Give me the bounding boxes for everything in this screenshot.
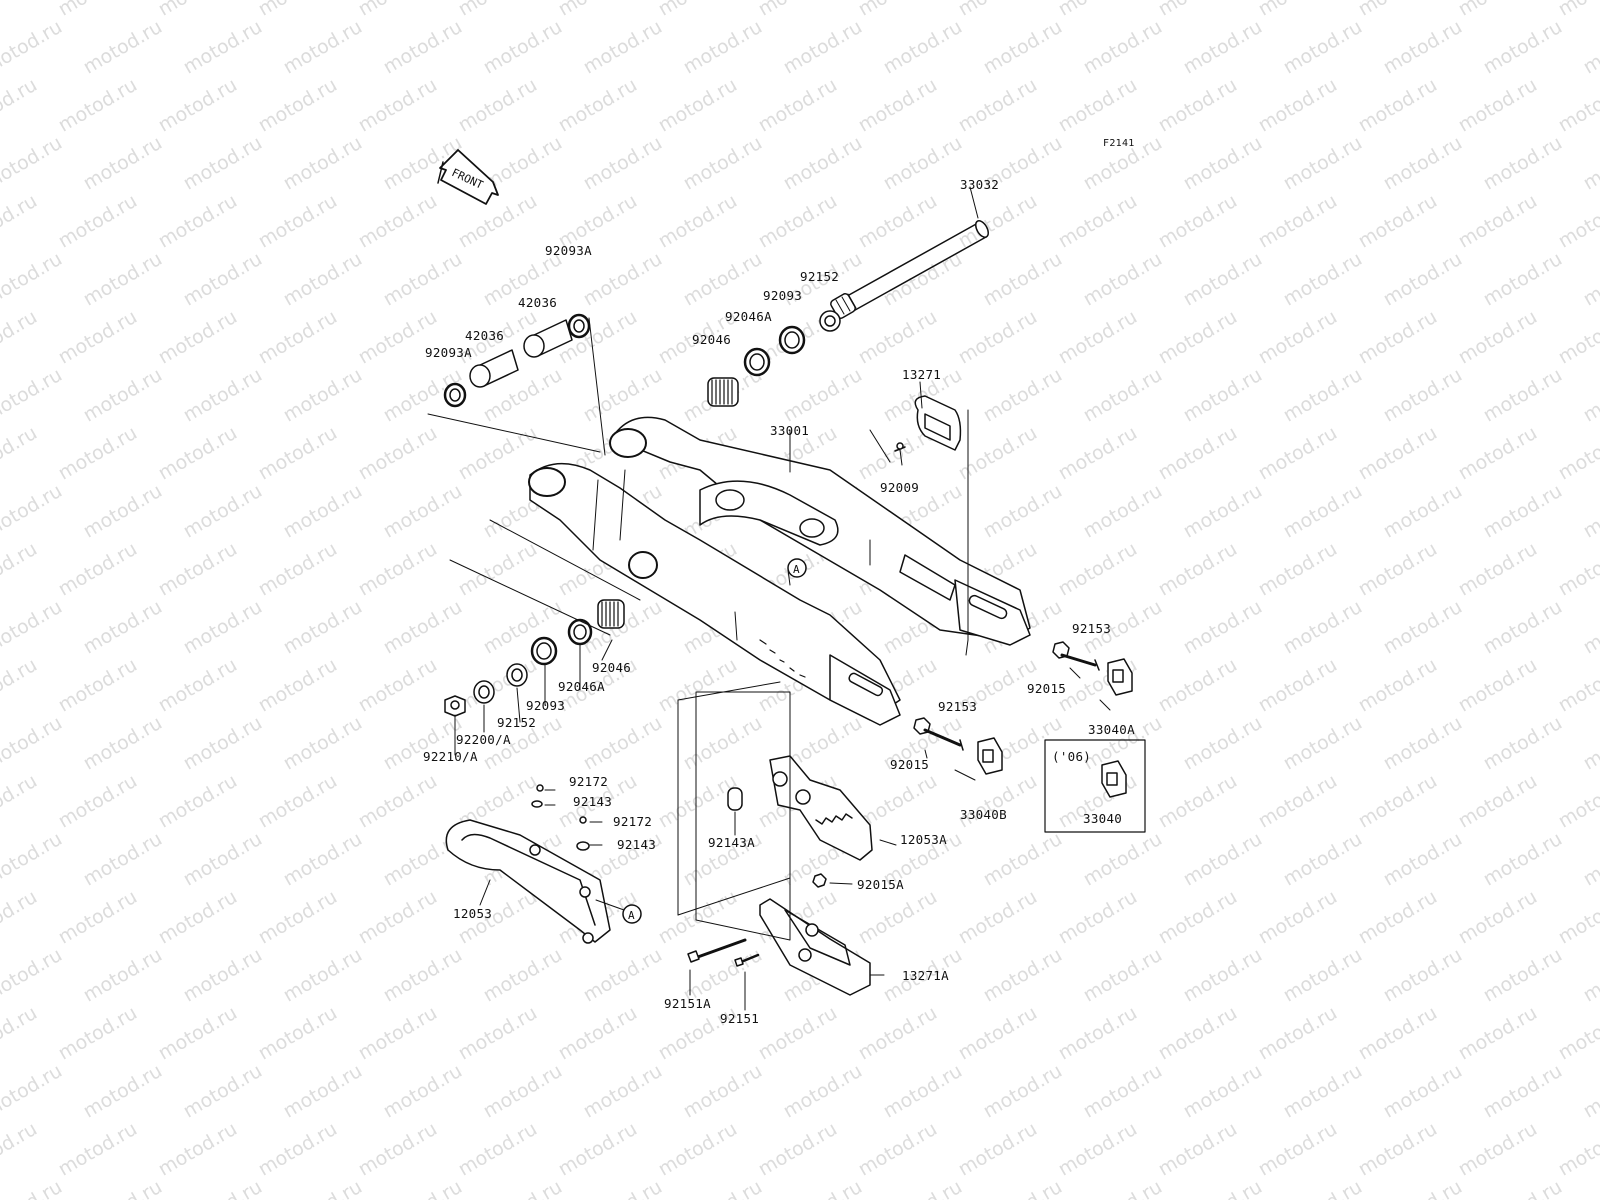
- part-label-92093-bottom[interactable]: 92093: [526, 698, 566, 713]
- part-label-33040b[interactable]: 33040B: [960, 807, 1007, 822]
- figure-code: F2141: [1103, 138, 1135, 149]
- part-label-92015a[interactable]: 92015A: [857, 877, 904, 892]
- part-label-92152-bottom[interactable]: 92152: [497, 715, 537, 730]
- swingarm-axle: [830, 186, 989, 319]
- reference-marker-a: A A: [595, 558, 807, 924]
- part-label-92153-left[interactable]: 92153: [938, 699, 978, 714]
- chain-slider-cover: [894, 381, 969, 656]
- part-label-92143a[interactable]: 92143A: [708, 835, 755, 850]
- part-label-92210[interactable]: 92210/A: [423, 749, 478, 764]
- part-label-92093a-left[interactable]: 92093A: [425, 345, 472, 360]
- leader-lines: [454, 429, 1111, 1011]
- marker-a-2: A: [628, 909, 635, 922]
- part-label-92172-1[interactable]: 92172: [569, 774, 609, 789]
- part-label-92046a-bottom[interactable]: 92046A: [558, 679, 605, 694]
- marker-a-1: A: [793, 563, 800, 576]
- part-label-92172-2[interactable]: 92172: [613, 814, 653, 829]
- swingarm-body: [528, 416, 1031, 726]
- part-label-92046-bottom[interactable]: 92046: [592, 660, 632, 675]
- year-06-box: [1044, 739, 1146, 833]
- part-label-33032[interactable]: 33032: [960, 177, 1000, 192]
- part-label-92046a-top[interactable]: 92046A: [725, 309, 772, 324]
- top-bearing-stack: [707, 310, 841, 407]
- part-label-42036-top[interactable]: 42036: [518, 295, 558, 310]
- year-note: ('06): [1052, 749, 1092, 764]
- part-label-92200[interactable]: 92200/A: [456, 732, 511, 747]
- part-label-92093a-top[interactable]: 92093A: [545, 243, 592, 258]
- left-pivot-collars: [427, 313, 606, 456]
- part-label-92009[interactable]: 92009: [880, 480, 920, 495]
- part-label-33040[interactable]: 33040: [1083, 811, 1123, 826]
- part-label-92151[interactable]: 92151: [720, 1011, 760, 1026]
- part-label-92143-1[interactable]: 92143: [573, 794, 613, 809]
- part-label-92151a[interactable]: 92151A: [664, 996, 711, 1011]
- right-chain-adjusters: [913, 641, 1146, 833]
- part-label-12053[interactable]: 12053: [453, 906, 493, 921]
- bottom-bearing-stack: [444, 519, 641, 717]
- part-label-92153-right[interactable]: 92153: [1072, 621, 1112, 636]
- chain-guide-assembly: [677, 681, 873, 996]
- part-label-92046-top[interactable]: 92046: [692, 332, 732, 347]
- part-label-42036[interactable]: 42036: [465, 328, 505, 343]
- part-label-92152-top[interactable]: 92152: [800, 269, 840, 284]
- part-label-92093-top[interactable]: 92093: [763, 288, 803, 303]
- chain-slider: [445, 784, 611, 944]
- part-label-92015-right[interactable]: 92015: [1027, 681, 1067, 696]
- part-label-92015-left[interactable]: 92015: [890, 757, 930, 772]
- part-label-33001[interactable]: 33001: [770, 423, 810, 438]
- part-label-92143-2[interactable]: 92143: [617, 837, 657, 852]
- part-label-13271[interactable]: 13271: [902, 367, 942, 382]
- part-label-13271a[interactable]: 13271A: [902, 968, 949, 983]
- front-arrow-icon: FRONT: [437, 149, 499, 205]
- part-label-12053a[interactable]: 12053A: [900, 832, 947, 847]
- part-label-33040a[interactable]: 33040A: [1088, 722, 1135, 737]
